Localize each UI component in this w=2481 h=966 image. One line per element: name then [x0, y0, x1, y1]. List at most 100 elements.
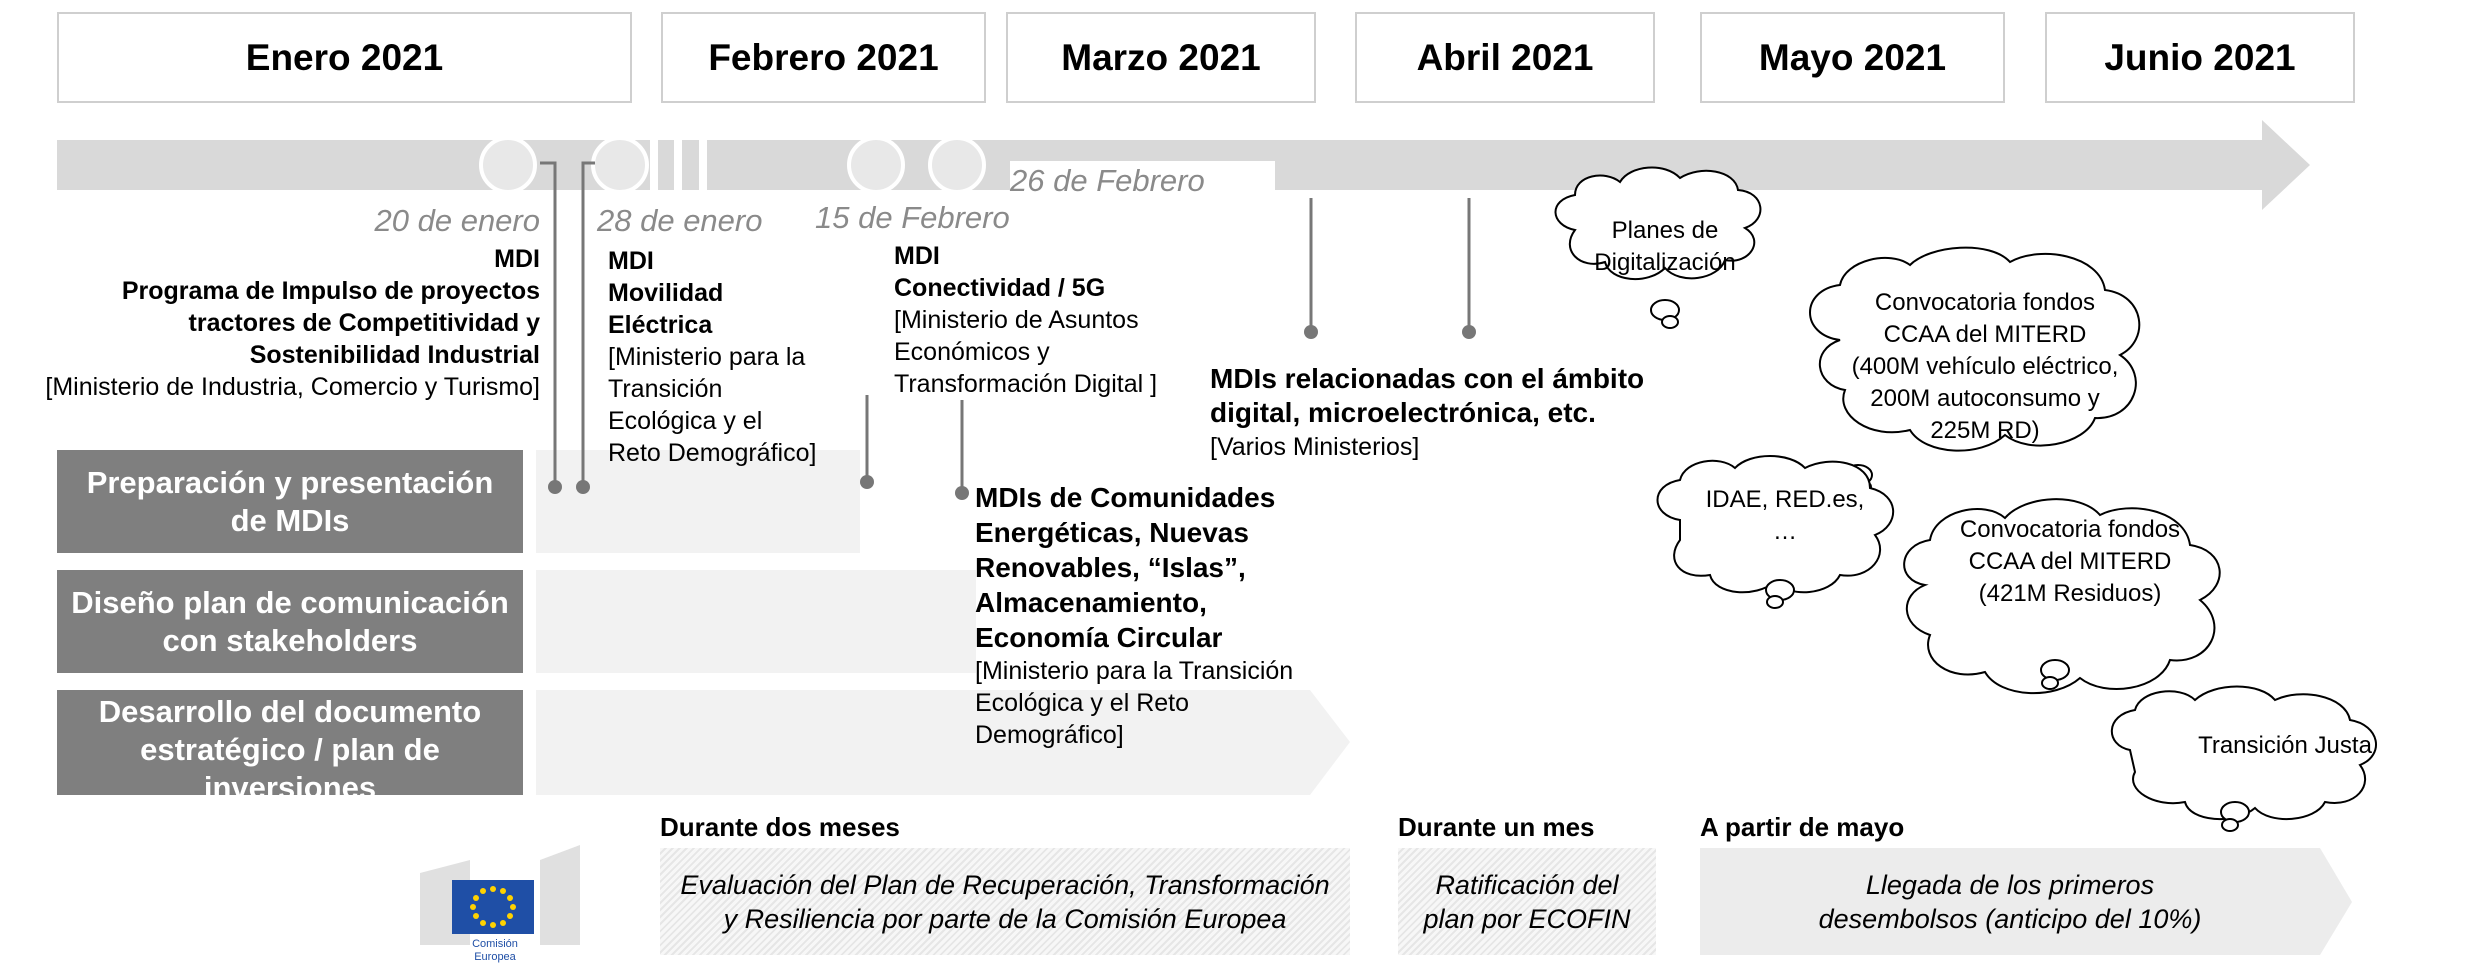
event-title-line: Almacenamiento, — [975, 587, 1207, 618]
event-ministry-line: [Ministerio para la — [608, 343, 806, 371]
event-ministry-line: Demográfico] — [975, 721, 1124, 749]
milestone-circle-4 — [928, 136, 986, 194]
month-febrero: Febrero 2021 — [661, 12, 986, 103]
event-ministry-line: Ecológica y el — [608, 407, 763, 435]
month-mayo: Mayo 2021 — [1700, 12, 2005, 103]
cloud-convocatoria-2 — [1903, 498, 2221, 695]
cloud-line: Digitalización — [1594, 249, 1736, 276]
cloud-convocatoria-1-text: Convocatoria fondos CCAA del MITERD (400… — [1845, 287, 2125, 447]
milestone-circle-1 — [479, 136, 537, 194]
cloud-line: IDAE, RED.es, — [1705, 486, 1865, 513]
month-junio: Junio 2021 — [2045, 12, 2355, 103]
box-desembolsos: Llegada de los primeros desembolsos (ant… — [1700, 868, 2320, 936]
event-title-line: Programa de Impulso de proyectos — [121, 277, 540, 305]
event-mdi-movilidad: MDI Movilidad Eléctrica [Ministerio para… — [608, 245, 816, 469]
cloud-line: (400M vehículo eléctrico, — [1851, 353, 2119, 380]
milestone-circle-3 — [847, 136, 905, 194]
phase-line: inversiones — [203, 769, 377, 796]
cloud-transicion-text: Transición Justa — [2160, 730, 2410, 762]
phase-line: Preparación y presentación — [86, 464, 494, 500]
phase-line: con stakeholders — [162, 622, 418, 658]
box-evaluacion: Evaluación del Plan de Recuperación, Tra… — [660, 848, 1350, 955]
cloud-idae — [1656, 455, 1895, 609]
event-type: MDI — [494, 245, 540, 273]
event-ministry: [Varios Ministerios] — [1210, 433, 1420, 461]
event-ministry-line: Reto Demográfico] — [608, 439, 817, 467]
box-line: Llegada de los primeros — [1865, 870, 2155, 900]
band-row2 — [536, 570, 976, 673]
cloud-line: CCAA del MITERD — [1883, 321, 2087, 348]
bottom-header-mayo: A partir de mayo — [1700, 812, 1905, 842]
cloud-line: Transición Justa — [2198, 732, 2372, 759]
box-line: Evaluación del Plan de Recuperación, Tra… — [680, 869, 1330, 900]
logo-line: Europea — [474, 951, 516, 963]
phase-line: Desarrollo del documento — [98, 693, 482, 729]
box-line: plan por ECOFIN — [1423, 903, 1631, 934]
cloud-line: Planes de — [1611, 217, 1719, 244]
event-mdi-industria: MDI Programa de Impulso de proyectos tra… — [0, 243, 540, 403]
eu-logo-text: Comisión Europea — [450, 938, 540, 964]
cloud-line: 225M RD) — [1930, 417, 2040, 444]
event-title-line: Eléctrica — [608, 311, 713, 339]
cloud-line: … — [1773, 518, 1797, 545]
event-title-line: MDIs de Comunidades — [975, 482, 1276, 513]
event-title-line: MDIs relacionadas con el ámbito — [1210, 363, 1645, 394]
cloud-line: Convocatoria fondos — [1874, 289, 2096, 316]
event-ministry-line: Ecológica y el Reto — [975, 689, 1190, 717]
milestone-circle-2 — [591, 136, 649, 194]
cloud-convocatoria-2-text: Convocatoria fondos CCAA del MITERD (421… — [1945, 514, 2195, 610]
event-ministry-line: [Ministerio para la Transición — [975, 657, 1294, 685]
cloud-planes-text: Planes de Digitalización — [1590, 215, 1740, 279]
date-20-enero: 20 de enero — [374, 203, 540, 238]
eu-stars-icon — [470, 886, 516, 928]
event-ministry-line: Transición — [608, 375, 723, 403]
date-15-febrero: 15 de Febrero — [815, 200, 1010, 235]
connector-28-enero — [581, 161, 595, 487]
phase-line: Diseño plan de comunicación — [71, 584, 509, 620]
band-row1-arrow — [536, 450, 858, 553]
cloud-planes — [1554, 166, 1762, 329]
cloud-line: CCAA del MITERD — [1968, 548, 2172, 575]
event-title: Conectividad / 5G — [894, 274, 1106, 302]
cloud-transicion — [2110, 685, 2377, 832]
box-line: Ratificación del — [1435, 869, 1619, 900]
box-line: y Resiliencia por parte de la Comisión E… — [723, 903, 1287, 934]
event-ministry-line: Económicos y — [894, 338, 1050, 366]
month-marzo: Marzo 2021 — [1006, 12, 1316, 103]
cloud-line: 200M autoconsumo y — [1870, 385, 2100, 412]
event-mdi-conectividad: MDI Conectividad / 5G [Ministerio de Asu… — [894, 240, 1157, 400]
box-line: desembolsos (anticipo del 10%) — [1818, 904, 2202, 934]
month-enero: Enero 2021 — [57, 12, 632, 103]
event-type: MDI — [894, 242, 940, 270]
month-abril: Abril 2021 — [1355, 12, 1655, 103]
event-title-line: Economía Circular — [975, 622, 1223, 653]
band-mayo-arrow — [1700, 848, 2352, 955]
band-row3-arrow — [536, 690, 1350, 795]
event-ministry-line: [Ministerio de Asuntos — [894, 306, 1139, 334]
cloud-line: Convocatoria fondos — [1959, 516, 2181, 543]
event-title-line: Movilidad — [608, 279, 724, 307]
cloud-line: (421M Residuos) — [1978, 580, 2162, 607]
event-title-line: Renovables, “Islas”, — [975, 552, 1246, 583]
event-title-line: tractores de Competitividad y — [188, 309, 540, 337]
bottom-header-dos-meses: Durante dos meses — [660, 812, 900, 842]
connector-20-enero — [540, 161, 557, 487]
event-ministry-line: Transformación Digital ] — [894, 370, 1158, 398]
event-type: MDI — [608, 247, 654, 275]
event-title-line: Energéticas, Nuevas — [975, 517, 1249, 548]
event-title-line: digital, microelectrónica, etc. — [1210, 397, 1596, 428]
logo-line: Comisión — [472, 938, 518, 950]
phase-line: de MDIs — [230, 502, 350, 538]
event-ministry: [Ministerio de Industria, Comercio y Tur… — [45, 373, 540, 401]
bottom-header-un-mes: Durante un mes — [1398, 812, 1595, 842]
cloud-idae-text: IDAE, RED.es, … — [1705, 484, 1865, 548]
event-mdis-energia: MDIs de Comunidades Energéticas, Nuevas … — [975, 480, 1293, 751]
date-26-febrero: 26 de Febrero — [1010, 163, 1205, 198]
event-title-line: Sostenibilidad Industrial — [249, 341, 540, 369]
date-28-enero: 28 de enero — [597, 203, 763, 238]
